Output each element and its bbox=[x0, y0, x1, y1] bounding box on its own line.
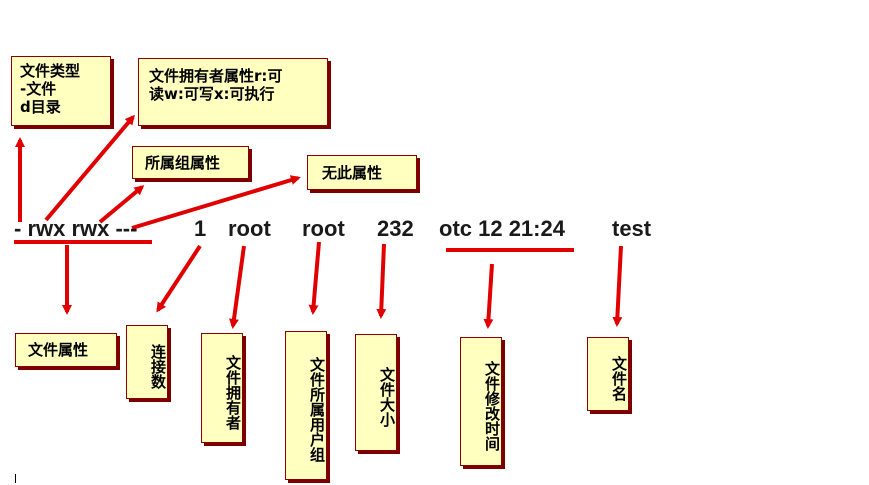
note-modified-time: 文件修改时间 bbox=[460, 337, 502, 466]
note-link-count: 连接数 bbox=[126, 325, 168, 399]
note-file-name: 文件名 bbox=[587, 337, 629, 411]
modified-text: otc 12 21:24 bbox=[439, 216, 565, 241]
arrow-group-permissions bbox=[98, 185, 145, 224]
arrow-other-permissions bbox=[131, 175, 301, 230]
size-text: 232 bbox=[377, 216, 414, 241]
arrow-link-count bbox=[156, 244, 202, 313]
permissions-text: - rwx rwx --- bbox=[14, 216, 138, 241]
note-owner-permissions: 文件拥有者属性r:可 读w:可写x:可执行 bbox=[138, 58, 328, 126]
note-file-owner: 文件拥有者 bbox=[201, 333, 243, 443]
note-group-permissions: 所属组属性 bbox=[132, 146, 249, 179]
owner-text: root bbox=[228, 216, 271, 241]
note-file-group: 文件所属用户组 bbox=[285, 331, 327, 480]
note-file-type: 文件类型 -文件 d目录 bbox=[11, 56, 111, 126]
note-file-attributes: 文件属性 bbox=[15, 333, 117, 367]
arrow-file-size bbox=[376, 243, 387, 319]
note-file-size: 文件大小 bbox=[355, 334, 397, 451]
group-text: root bbox=[302, 216, 345, 241]
arrow-file-name bbox=[612, 245, 623, 327]
arrow-modified-time bbox=[483, 263, 494, 329]
link-count-text: 1 bbox=[194, 216, 207, 241]
text-cursor bbox=[15, 474, 16, 483]
arrow-file-owner bbox=[229, 245, 246, 329]
arrow-file-group bbox=[308, 241, 321, 315]
arrow-owner-permissions bbox=[44, 114, 135, 222]
filename-text: test bbox=[612, 216, 652, 241]
note-other-permissions: 无此属性 bbox=[307, 155, 417, 190]
